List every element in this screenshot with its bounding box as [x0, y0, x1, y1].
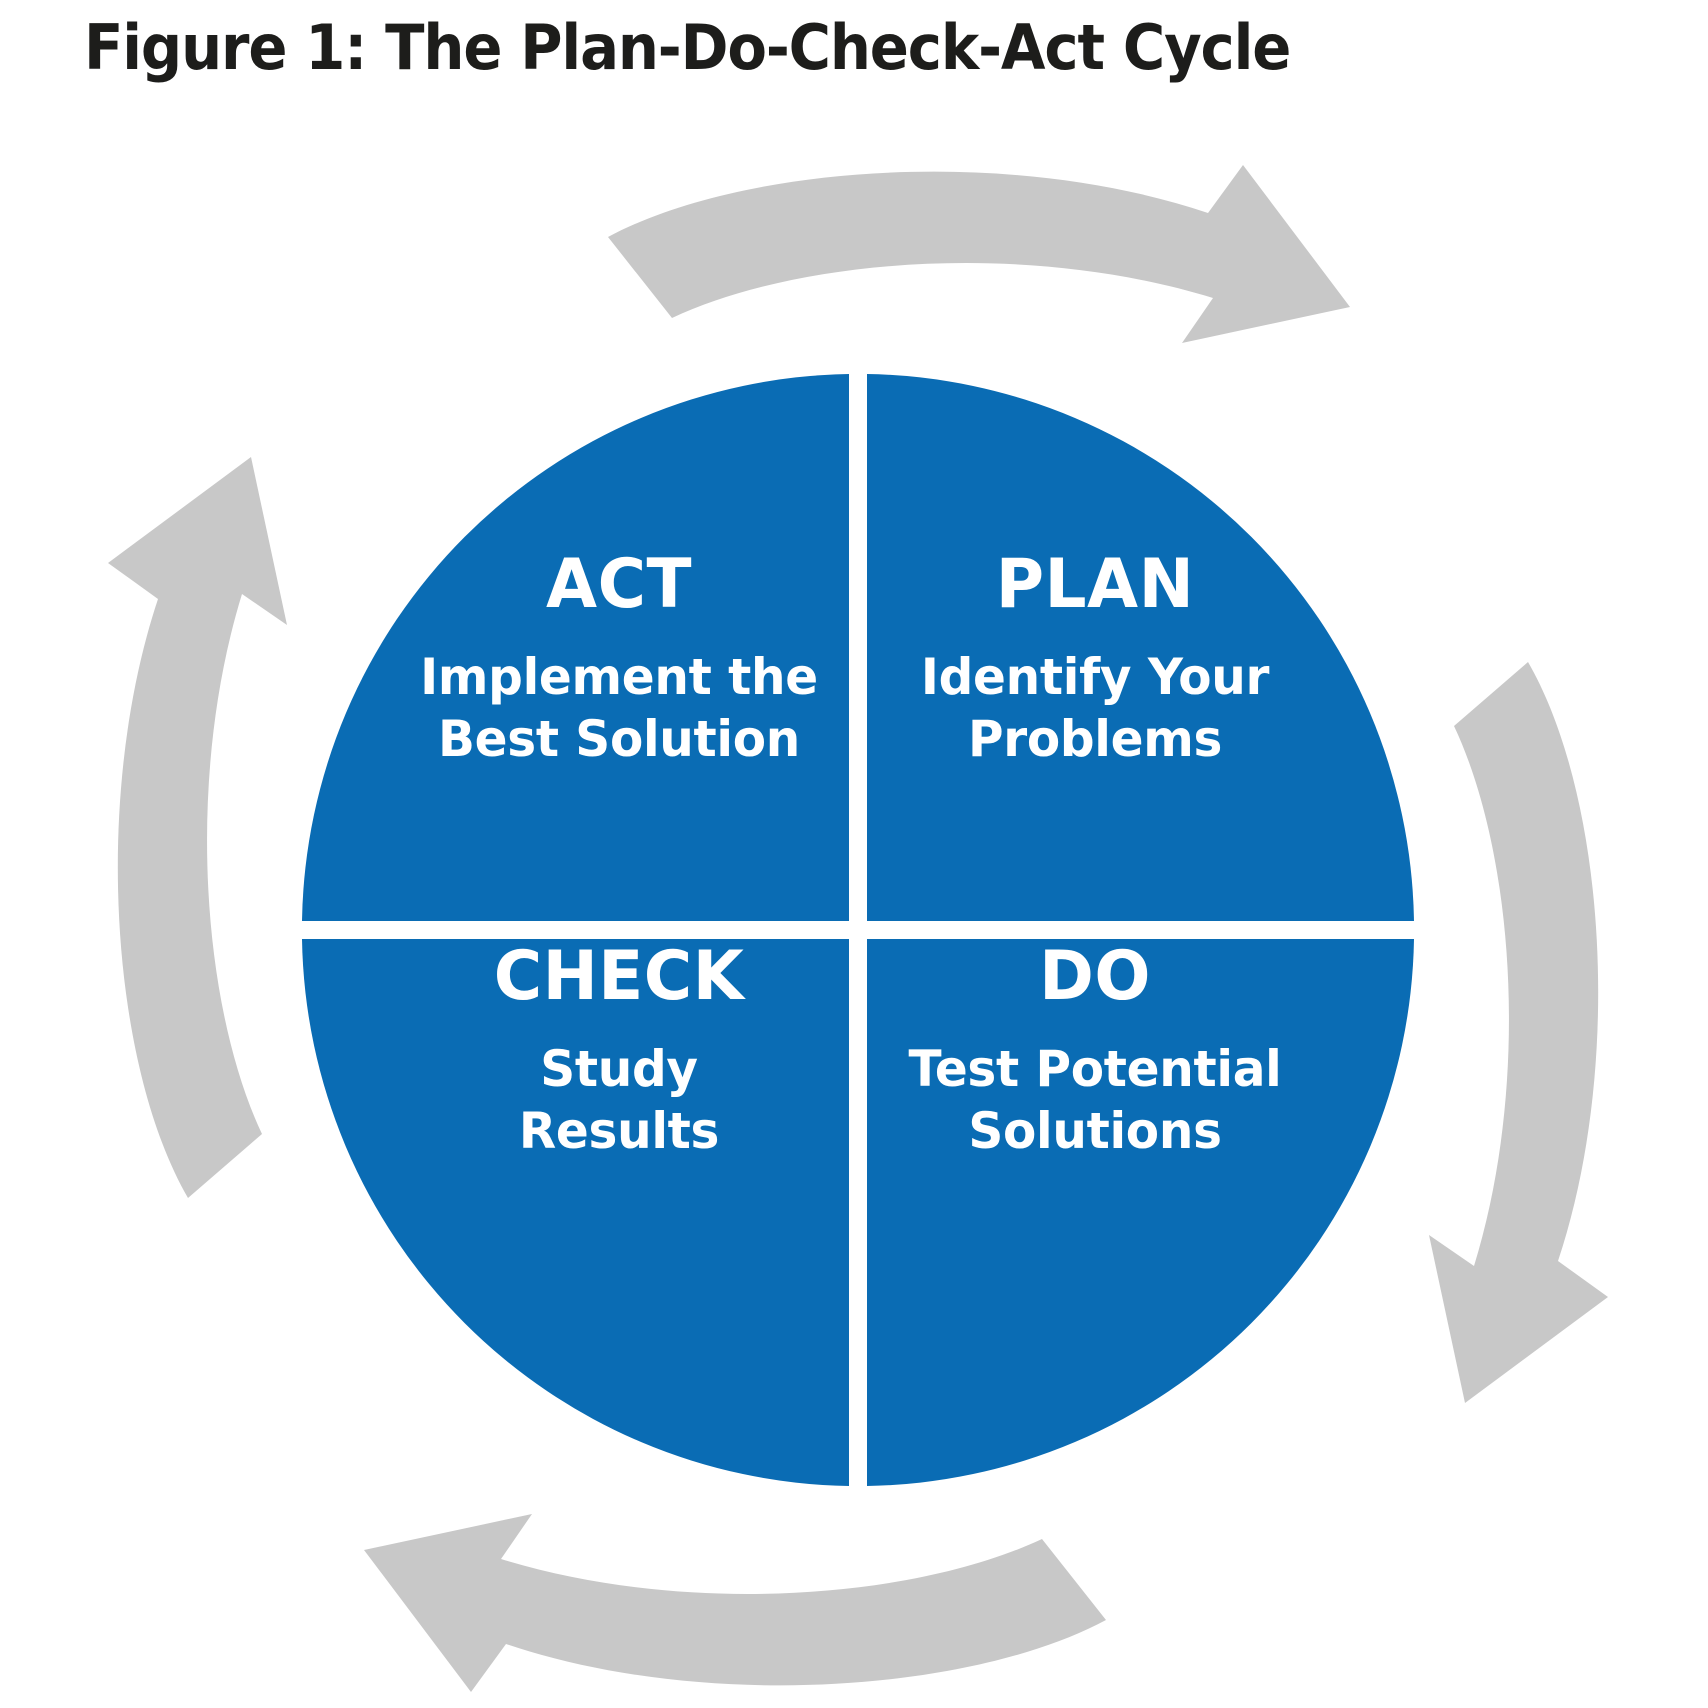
quadrant-plan-wedge[interactable]: [867, 374, 1414, 921]
curved-arrow-up-icon: [108, 457, 287, 1198]
cycle-circle: [302, 374, 1414, 1486]
quadrant-act-wedge[interactable]: [302, 374, 849, 921]
curved-arrow-down-icon: [1429, 662, 1608, 1403]
cycle-arrows: [108, 165, 1608, 1692]
curved-arrow-right-icon: [608, 165, 1350, 343]
figure-title: Figure 1: The Plan-Do-Check-Act Cycle: [84, 11, 1291, 84]
quadrant-do-wedge[interactable]: [867, 939, 1414, 1486]
quadrant-check-wedge[interactable]: [302, 939, 849, 1486]
curved-arrow-left-icon: [364, 1514, 1106, 1692]
